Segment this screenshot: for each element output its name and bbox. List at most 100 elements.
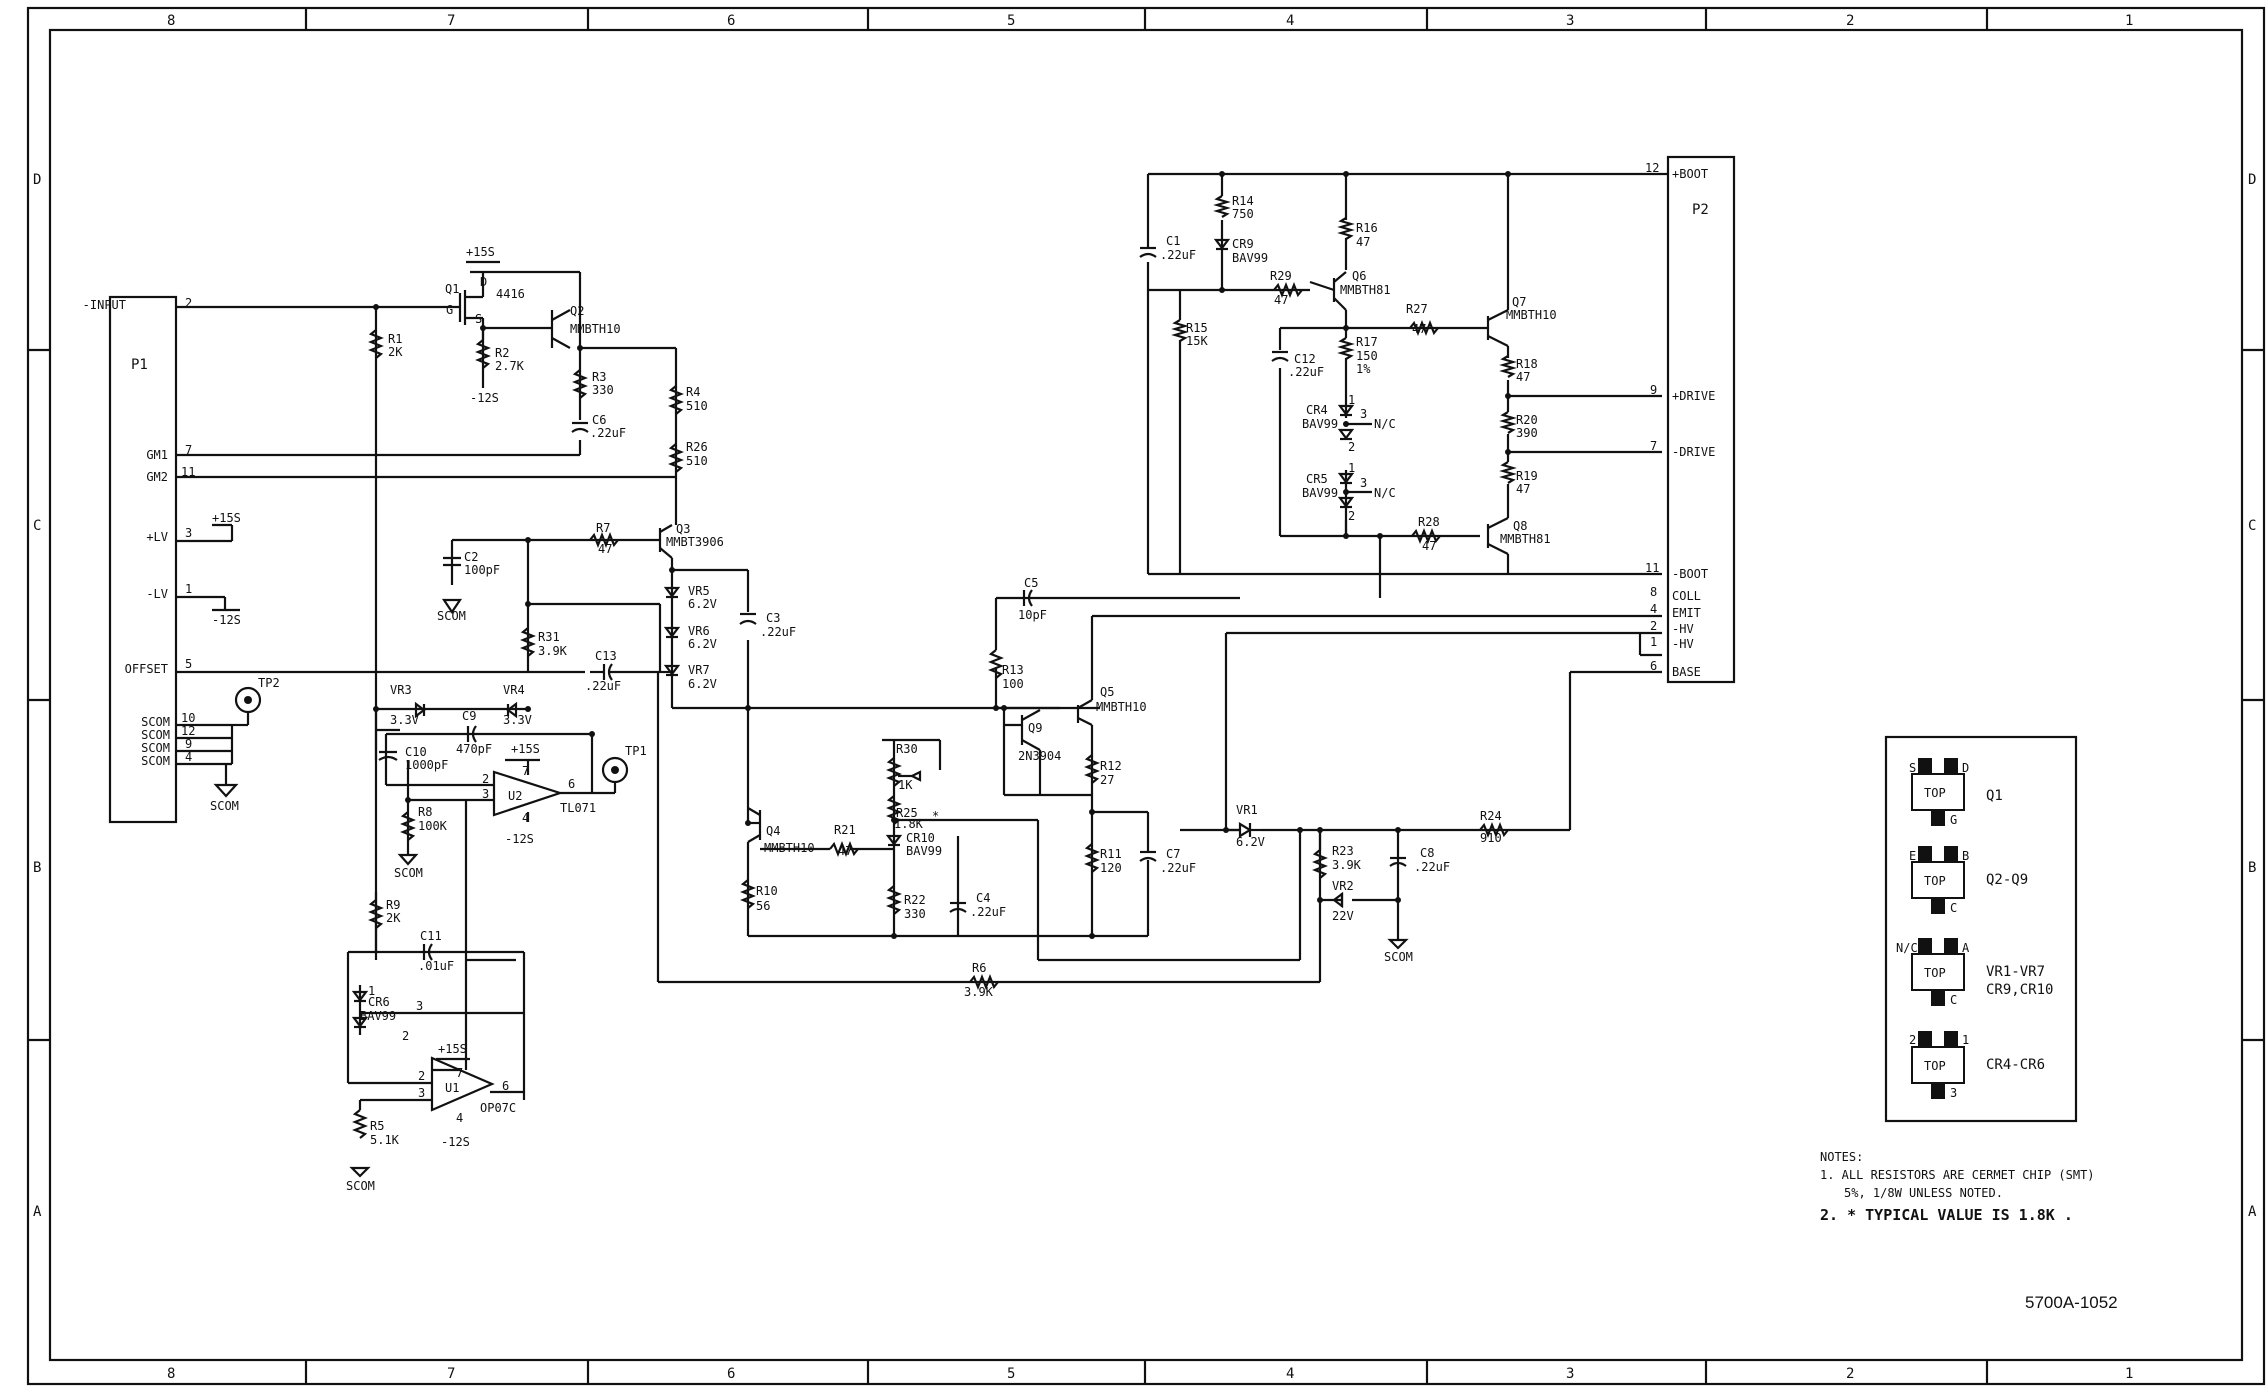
u1-pin-4: 4	[456, 1111, 463, 1125]
output-stage: C1 .22uF R14 750 CR9 BAV99 R15 15K R29 4…	[1139, 171, 1662, 598]
u1-supply-pos: +15S	[438, 1042, 467, 1056]
q1-value: 4416	[496, 287, 525, 301]
u1-pin-2: 2	[418, 1069, 425, 1083]
r13-ref: R13	[1002, 663, 1024, 677]
legend-label: VR1-VR7	[1986, 964, 2045, 980]
q6-value: MMBTH81	[1340, 283, 1391, 297]
c7-ref: C7	[1166, 847, 1180, 861]
p1-minus12: -12S	[212, 613, 241, 627]
c6-value: .22uF	[590, 426, 626, 440]
vr6-value: 6.2V	[688, 637, 717, 651]
legend-item: TOP N/C A C VR1-VR7 CR9,CR10	[1896, 938, 2053, 1007]
u1-ref: U1	[445, 1081, 459, 1095]
p1-pin-num: 11	[181, 465, 195, 479]
q9-ref: Q9	[1028, 721, 1042, 735]
c4-value: .22uF	[970, 905, 1006, 919]
r8-value: 100K	[418, 819, 448, 833]
mid-stage: Q4 MMBTH10 R21 47 R10 56 R30 1K R25 1.8K…	[740, 576, 1662, 962]
legend-pin: G	[1950, 813, 1957, 827]
r14-ref: R14	[1232, 194, 1254, 208]
p1-pin-label: SCOM	[141, 754, 170, 768]
r19-ref: R19	[1516, 469, 1538, 483]
zone-col-top-6: 6	[727, 13, 735, 29]
vr2-value: 22V	[1332, 909, 1354, 923]
r4-ref: R4	[686, 385, 700, 399]
p2-pin-label: -HV	[1672, 622, 1694, 636]
c7-value: .22uF	[1160, 861, 1196, 875]
r30-value: 1K	[898, 778, 913, 792]
c3-value: .22uF	[760, 625, 796, 639]
p1-pin-label: OFFSET	[125, 662, 168, 676]
q4-value: MMBTH10	[764, 841, 815, 855]
p1-pin-label: -INPUT	[83, 298, 126, 312]
p1-pin-label: GM1	[146, 448, 168, 462]
u1-value: OP07C	[480, 1101, 516, 1115]
cr4-ref: CR4	[1306, 403, 1328, 417]
tp1-label: TP1	[625, 744, 647, 758]
zone-col-top-2: 2	[1846, 13, 1854, 29]
vr5-ref: VR5	[688, 584, 710, 598]
vr1-value: 6.2V	[1236, 835, 1265, 849]
c11-ref: C11	[420, 929, 442, 943]
r1-value: 2K	[388, 345, 403, 359]
input-stage: +15S Q1 4416 D G S R2 2.7K -12S Q2 MMBTH…	[368, 245, 708, 960]
vr4-value: 3.3V	[503, 713, 532, 727]
cr5-nc: N/C	[1374, 486, 1396, 500]
zone-col-bottom-7: 7	[447, 1366, 455, 1382]
r16-value: 47	[1356, 235, 1370, 249]
zone-col-top-7: 7	[447, 13, 455, 29]
c2-value: 100pF	[464, 563, 500, 577]
drawing-number: 5700A-1052	[2025, 1293, 2118, 1312]
u2-value: TL071	[560, 801, 596, 815]
p1-plus15: +15S	[212, 511, 241, 525]
r25-value: 1.8K	[894, 817, 924, 831]
package-legend: TOP S D G Q1 TOP E B C Q2-Q9 TOP N/C A C…	[1884, 735, 2078, 1123]
r5-ref: R5	[370, 1119, 384, 1133]
c2-gnd: SCOM	[437, 609, 466, 623]
cr4-pin-1: 1	[1348, 393, 1355, 407]
c3-ref: C3	[766, 611, 780, 625]
vr7-ref: VR7	[688, 663, 710, 677]
q7-ref: Q7	[1512, 295, 1526, 309]
r18-ref: R18	[1516, 357, 1538, 371]
c6-ref: C6	[592, 413, 606, 427]
q1-pin-s: S	[475, 312, 482, 326]
r2-value: 2.7K	[495, 359, 525, 373]
legend-pin: E	[1909, 849, 1916, 863]
zone-col-top-3: 3	[1566, 13, 1574, 29]
legend-pin: S	[1909, 761, 1916, 775]
tp2-label: TP2	[258, 676, 280, 690]
r2-ref: R2	[495, 346, 509, 360]
q7-value: MMBTH10	[1506, 308, 1557, 322]
p1-pin-label: +LV	[146, 530, 168, 544]
q1-pin-g: G	[446, 303, 453, 317]
q9-value: 2N3904	[1018, 749, 1061, 763]
r11-value: 120	[1100, 861, 1122, 875]
u2-supply-pos: +15S	[511, 742, 540, 756]
r19-value: 47	[1516, 482, 1530, 496]
r28-ref: R28	[1418, 515, 1440, 529]
r3-ref: R3	[592, 370, 606, 384]
legend-label: Q1	[1986, 788, 2003, 804]
r21-value: 47	[838, 844, 852, 858]
vr6-ref: VR6	[688, 624, 710, 638]
p1-pin-num: 10	[181, 711, 195, 725]
p2-pin-label: -HV	[1672, 637, 1694, 651]
c2-ref: C2	[464, 550, 478, 564]
cr6-pin-2: 2	[402, 1029, 409, 1043]
r9-ref: R9	[386, 898, 400, 912]
cr5-pin-3: 3	[1360, 476, 1367, 490]
p1-pin-label: SCOM	[141, 728, 170, 742]
c9-ref: C9	[462, 709, 476, 723]
u2-pin-7: 7	[522, 764, 529, 778]
c5-value: 10pF	[1018, 608, 1047, 622]
u2-supply-neg: -12S	[505, 832, 534, 846]
note-2: 2. * TYPICAL VALUE IS 1.8K .	[1820, 1206, 2073, 1224]
p1-scom: SCOM	[210, 799, 239, 813]
u2-pin-2: 2	[482, 772, 489, 786]
legend-top: TOP	[1924, 1059, 1946, 1073]
u1-pin-3: 3	[418, 1086, 425, 1100]
p1-pin-num: 12	[181, 724, 195, 738]
r3-value: 330	[592, 383, 614, 397]
